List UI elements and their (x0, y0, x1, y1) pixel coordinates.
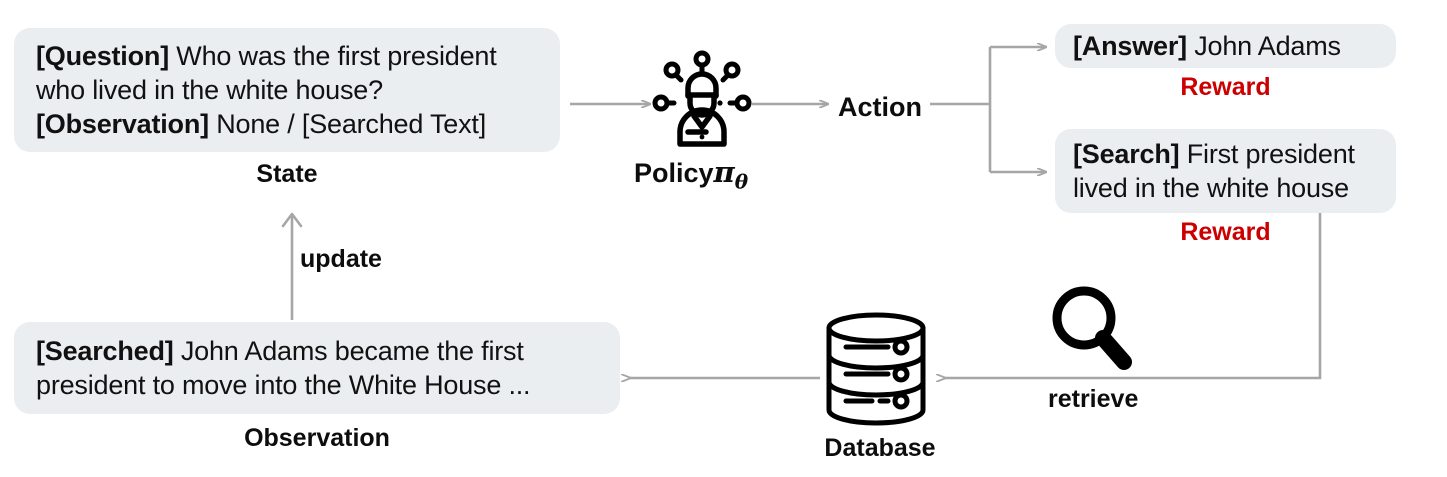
state-question-line2: who lived in the white house? (36, 75, 383, 105)
observation-caption: Observation (244, 424, 390, 452)
policy-agent-icon (650, 48, 754, 152)
observation-text: John Adams became the first (173, 336, 524, 366)
magnifier-icon (1046, 282, 1140, 376)
observation-tag: [Searched] (36, 336, 174, 366)
update-label: update (300, 245, 382, 273)
state-box: [Question] Who was the first president w… (14, 28, 560, 152)
search-box: [Search] First president lived in the wh… (1055, 129, 1396, 213)
observation-box: [Searched] John Adams became the first p… (14, 322, 620, 414)
observation-box-text: [Searched] John Adams became the first p… (36, 334, 598, 402)
search-box-text: [Search] First president lived in the wh… (1073, 137, 1378, 205)
state-question-tag: [Question] (36, 41, 169, 71)
policy-label: Policyπθ (634, 155, 748, 193)
policy-label-word: Policy (634, 158, 714, 188)
action-label: Action (838, 92, 922, 122)
arrow-update-head (281, 212, 303, 228)
database-caption: Database (824, 434, 936, 462)
answer-reward-label: Reward (1180, 73, 1271, 101)
answer-tag: [Answer] (1073, 31, 1187, 61)
search-text-line2: lived in the white house (1073, 173, 1349, 203)
state-observation-tag: [Observation] (36, 109, 209, 139)
state-question-text: Who was the first president (169, 41, 497, 71)
search-text: First president (1179, 139, 1355, 169)
answer-box: [Answer] John Adams (1055, 24, 1396, 68)
answer-text: John Adams (1186, 31, 1341, 61)
search-reward-label: Reward (1180, 218, 1271, 246)
policy-theta-subscript: θ (734, 169, 749, 194)
state-observation-text: None / [Searched Text] (208, 109, 487, 139)
state-box-text: [Question] Who was the first president w… (36, 39, 538, 141)
state-caption: State (256, 160, 318, 188)
policy-pi-symbol: π (713, 155, 735, 189)
observation-text-line2: president to move into the White House .… (36, 370, 531, 400)
search-tag: [Search] (1073, 139, 1180, 169)
database-icon (806, 310, 946, 430)
retrieve-label: retrieve (1048, 385, 1139, 413)
answer-box-text: [Answer] John Adams (1073, 29, 1378, 63)
